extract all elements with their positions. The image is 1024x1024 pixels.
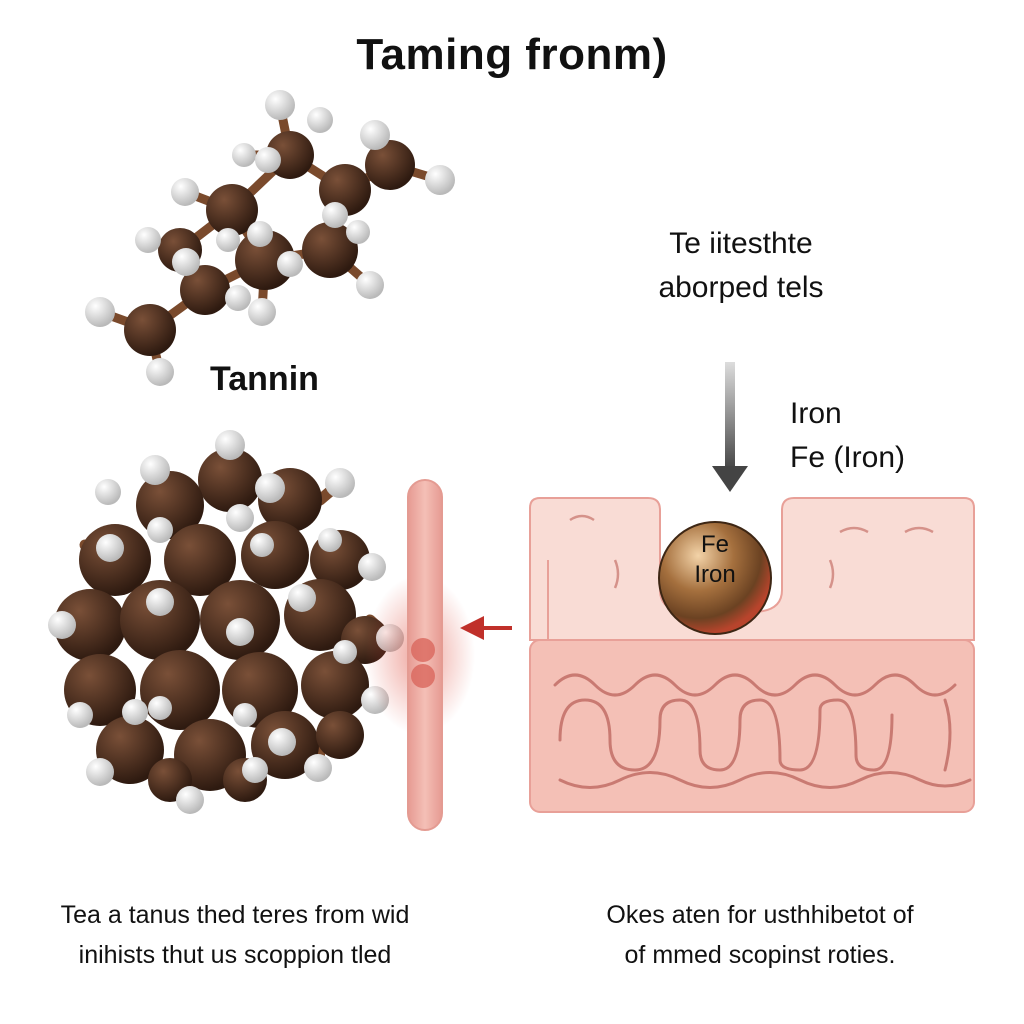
tannin-cluster-icon bbox=[48, 430, 404, 814]
blood-vessel-bar bbox=[407, 479, 443, 831]
caption-right-line2: of mmed scopinst roties. bbox=[624, 941, 896, 969]
absorption-label-line2: aborped tels bbox=[658, 271, 824, 304]
iron-atom-icon bbox=[658, 521, 772, 635]
absorption-label: Te iitesthte aborped tels bbox=[600, 222, 882, 310]
tannin-label: Tannin bbox=[210, 360, 319, 398]
caption-right-line1: Okes aten for usthhibetot of bbox=[606, 901, 914, 929]
caption-right: Okes aten for usthhibetot of of mmed sco… bbox=[540, 895, 980, 975]
iron-label-line2: Fe (Iron) bbox=[790, 441, 906, 474]
caption-left-line1: Tea a tanus thed teres from wid bbox=[60, 901, 410, 929]
iron-ball-symbol: Fe bbox=[700, 531, 729, 558]
absorption-label-line1: Te iitesthte bbox=[669, 227, 813, 260]
arrow-down-icon bbox=[712, 362, 748, 492]
iron-ball-name: Iron bbox=[694, 561, 736, 588]
arrow-left-icon bbox=[460, 616, 512, 640]
iron-label: Iron Fe (Iron) bbox=[790, 392, 905, 480]
tannin-molecule-icon bbox=[85, 90, 455, 386]
caption-left: Tea a tanus thed teres from wid inihists… bbox=[0, 895, 470, 975]
intestine-tissue bbox=[529, 497, 975, 813]
iron-label-line1: Iron bbox=[790, 397, 842, 430]
diagram-title: Taming fronm) bbox=[356, 30, 668, 79]
iron-ball-label: Fe Iron bbox=[662, 530, 768, 590]
caption-left-line2: inihists thut us scoppion tled bbox=[78, 941, 392, 969]
